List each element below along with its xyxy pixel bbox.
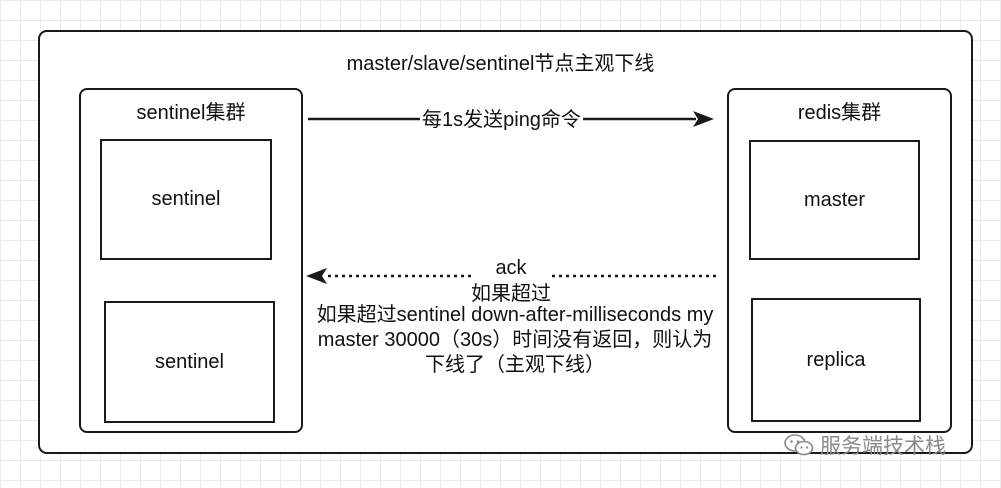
timeout-description: 如果超过sentinel down-after-milliseconds mym… [316,304,714,376]
redis-cluster-label: redis集群 [797,102,882,124]
ack-label: ack [472,256,550,280]
diagram-title: master/slave/sentinel节点主观下线 [346,53,655,75]
sentinel-cluster-label: sentinel集群 [136,102,246,124]
ping-arrowhead [693,111,714,127]
sentinel-node: sentinel [104,301,275,423]
master-node-label: master [803,188,866,211]
sentinel-node-label: sentinel [151,188,221,210]
sentinel-node-label: sentinel [155,350,224,373]
watermark-text: 服务端技术栈 [820,435,946,458]
ping-label: 每1s发送ping命令 [420,108,583,132]
wechat-icon [784,434,814,456]
replica-node: replica [751,298,921,422]
master-node: master [749,140,920,260]
replica-node-label: replica [806,348,866,371]
ack-sublabel: 如果超过 [462,282,560,306]
sentinel-node: sentinel [100,139,272,260]
ack-arrowhead [306,268,327,284]
watermark: 服务端技术栈 [784,430,946,460]
